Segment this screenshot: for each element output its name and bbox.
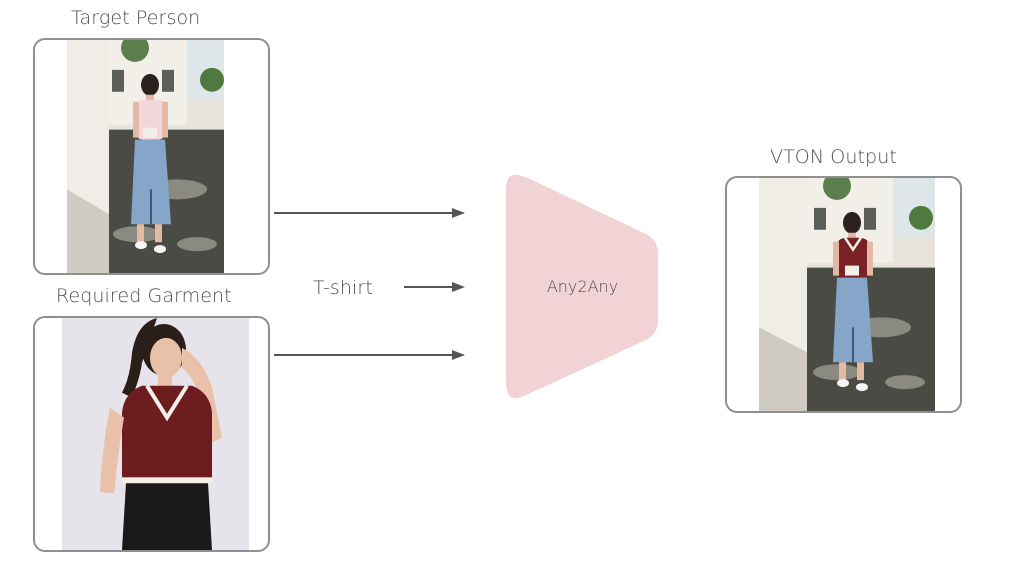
vton-output-image	[759, 178, 935, 411]
target-person-frame	[33, 38, 270, 275]
arrow-prompt-to-model	[404, 282, 465, 292]
clipped-title-fragment	[200, 0, 440, 24]
target-person-image	[67, 40, 224, 273]
text-prompt-label: T-shirt	[313, 277, 373, 299]
arrow-person-to-model	[274, 208, 465, 218]
vton-output-frame	[725, 176, 962, 413]
vton-output-label: VTON Output	[770, 146, 897, 168]
required-garment-image	[62, 318, 249, 550]
target-person-label: Target Person	[71, 7, 201, 29]
model-label: Any2Any	[546, 277, 619, 296]
required-garment-frame	[33, 316, 270, 552]
model-block	[506, 174, 658, 399]
arrow-garment-to-model	[274, 350, 465, 360]
required-garment-label: Required Garment	[56, 285, 232, 307]
